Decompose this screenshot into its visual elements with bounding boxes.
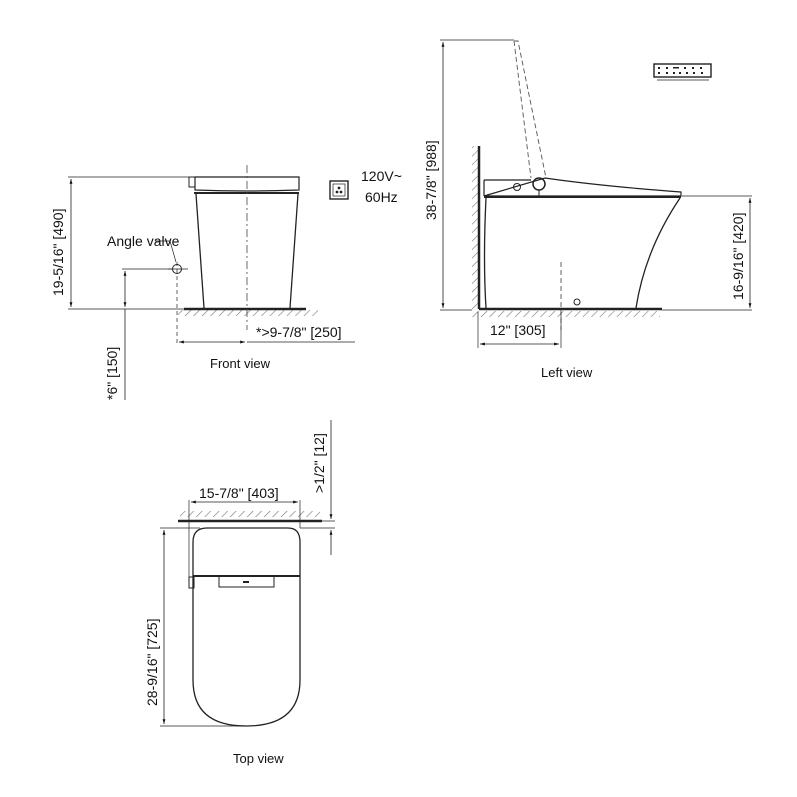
seat-profile	[483, 177, 682, 197]
bowl-left-edge	[195, 193, 205, 309]
bowl-front-edge	[635, 197, 681, 309]
dim-total-height-label: 38-7/8" [988]	[423, 140, 439, 220]
left-view	[440, 39, 752, 348]
top-view-caption: Top view	[233, 751, 284, 766]
open-lid-front	[513, 40, 532, 179]
power-voltage-label: 120V~	[361, 168, 402, 184]
control-button-icon	[243, 581, 249, 583]
remote-control-icon	[653, 63, 712, 81]
front-view	[68, 165, 355, 400]
seat-sensor-icon	[513, 183, 521, 191]
wall-hatch	[472, 146, 478, 312]
dim-valve-offset-label: *>9-7/8" [250]	[256, 324, 342, 340]
seat-hinge	[188, 176, 196, 188]
dim-valve-height-label: *6" [150]	[104, 346, 120, 400]
angle-valve-label: Angle valve	[107, 233, 180, 249]
angle-valve-leader	[155, 240, 177, 263]
bowl-back-edge	[483, 197, 487, 309]
front-view-caption: Front view	[210, 356, 270, 371]
dim-seat-height-label: 16-9/16" [420]	[730, 212, 746, 300]
power-frequency-label: 60Hz	[365, 189, 398, 205]
drain-port-icon	[573, 298, 581, 306]
dim-wall-gap-label: >1/2" [12]	[311, 433, 327, 493]
left-view-caption: Left view	[541, 365, 593, 380]
seat-lid	[194, 176, 300, 192]
bowl-right-edge	[289, 193, 299, 309]
bowl-outline	[192, 527, 301, 727]
floor-hatch	[178, 310, 318, 316]
dim-depth-label: 28-9/16" [725]	[144, 618, 160, 706]
top-view	[160, 420, 335, 727]
wall-hatch	[180, 511, 320, 517]
power-outlet-icon	[329, 180, 349, 200]
open-lid-back	[514, 40, 547, 179]
control-panel	[218, 577, 275, 588]
floor-hatch	[472, 311, 660, 317]
dim-front-height-label: 19-5/16" [490]	[50, 208, 66, 296]
dim-rough-in-label: 12" [305]	[490, 322, 546, 338]
dim-width-label: 15-7/8" [403]	[199, 485, 279, 501]
